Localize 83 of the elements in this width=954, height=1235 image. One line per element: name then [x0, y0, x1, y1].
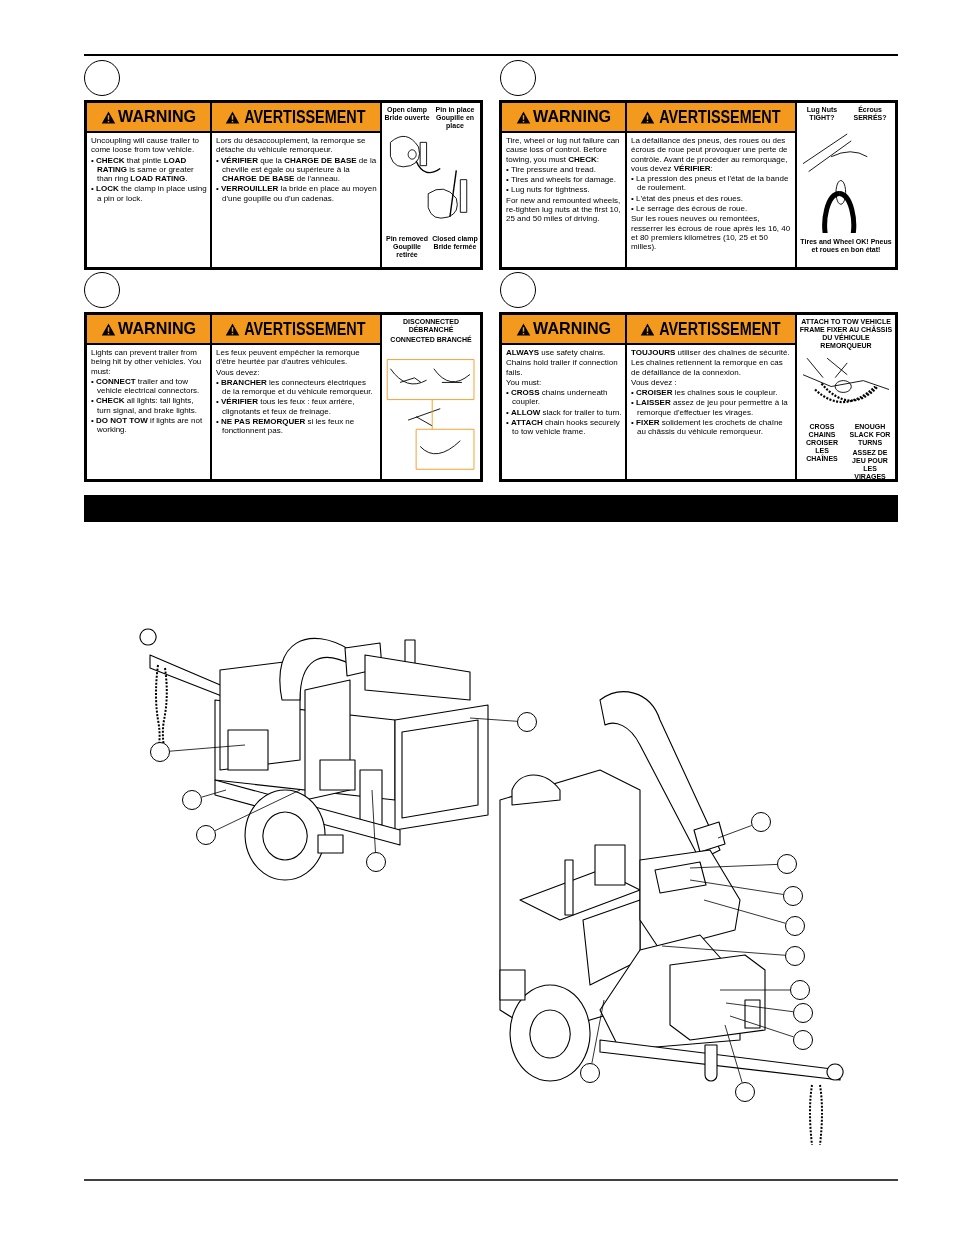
warning-heading: WARNING [118, 107, 197, 127]
warning-text: • BRANCHER les connecteurs électriques de la remorque et du véhicule remorqueur. [216, 377, 374, 397]
warning-text: Vous devez : [631, 377, 678, 388]
warning-text: TOUJOURS utiliser des chaînes de sécurité. [631, 348, 791, 358]
warning-text: • VÉRIFIER que la CHARGE DE BASE de la cheville est égale ou supérieure à la CHARGE DE BASE de l'anneau. [216, 155, 377, 184]
warning-text: • ATTACH chain hooks securely to tow vehicle frame. [506, 418, 621, 437]
leader-line [689, 864, 778, 869]
warning-text: • VERROUILLER la bride en place au moyen d'une goupille ou d'un cadenas. [216, 184, 377, 204]
leader-line [717, 825, 753, 839]
callout-circle [790, 980, 810, 1000]
warning-text: Vous devez: [216, 367, 261, 377]
warning-heading: AVERTISSEMENT [244, 318, 366, 340]
callout-circle [735, 1082, 755, 1102]
leader-line [729, 1015, 794, 1038]
warning-text: You must: [506, 377, 543, 388]
warning-heading: WARNING [533, 107, 612, 127]
warning-text: Chains hold trailer if connection fails. [506, 358, 619, 377]
warning-text: Uncoupling will cause trailer to come loose from tow vehicle. [91, 136, 201, 155]
callout-circle [783, 886, 803, 906]
leader-line [591, 999, 605, 1064]
callout-circle [751, 812, 771, 832]
warning-decal [84, 100, 483, 270]
warning-text: Sur les roues neuves ou remontées, resserrer les écrous de roue après les 16, 40 et 80 premiers kilomètres (10, 25 et 50 milles). [631, 214, 792, 252]
warning-heading: WARNING [118, 319, 197, 339]
warning-text: Les chaînes retiennent la remorque en cas de défaillance de la connexion. [631, 358, 784, 377]
warning-text: • NE PAS REMORQUER si les feux ne fonctionnent pas. [216, 417, 356, 436]
warning-text: • FIXER solidement les crochets de chaîne au châssis du véhicule remorqueur. [631, 418, 784, 437]
leader-line [689, 879, 784, 895]
leader-line [703, 899, 786, 924]
warning-text: • CONNECT trailer and tow vehicle electrical connectors. [91, 376, 201, 396]
callout-circle [366, 852, 386, 872]
warning-text: Tire, wheel or lug nut failure can cause loss of control. Before towing, you must CHECK: [506, 136, 621, 164]
warning-text: • CROISER les chaînes sous le coupleur. [631, 388, 779, 398]
callout-circle [785, 946, 805, 966]
section-marker-circle [500, 272, 536, 308]
callout-circle [182, 790, 202, 810]
warning-text: Lors du désaccouplement, la remorque se détache du véhicule remorqueur. [216, 136, 367, 155]
warning-heading: AVERTISSEMENT [659, 318, 781, 340]
warning-text: • Lug nuts for tightness. [506, 185, 591, 195]
leader-line [201, 789, 227, 798]
callout-circle [517, 712, 537, 732]
leader-line [724, 1024, 743, 1083]
leader-line [469, 717, 518, 722]
warning-text: La défaillance des pneus, des roues ou des écrous de roue peut provoquer une perte de contrôle. Avant de procéder au remorquage, vous devez VÉRIFIER: [631, 136, 789, 174]
leader-line [214, 789, 301, 832]
warning-text: Les feux peuvent empêcher la remorque d'être heurtée par d'autres véhicules. [216, 348, 361, 367]
section-marker-circle [500, 60, 536, 96]
warning-text: • ALLOW slack for trailer to turn. [506, 407, 622, 418]
leader-line [725, 1002, 794, 1013]
callout-circle [785, 916, 805, 936]
leader-line [169, 744, 246, 752]
warning-text: • VÉRIFIER tous les feux : feux arrière, clignotants et feux de freinage. [216, 397, 356, 417]
warning-text: • La pression des pneus et l'état de la bande de roulement. [631, 174, 790, 193]
warning-text: • CROSS chains underneath coupler. [506, 388, 609, 407]
warning-heading: WARNING [533, 319, 612, 339]
warning-text: • LOCK the clamp in place using a pin or lock. [91, 184, 207, 204]
callout-circle [793, 1003, 813, 1023]
warning-text: For new and remounted wheels, re-tighten lug nuts at the first 10, 25 and 50 miles of driving. [506, 195, 622, 224]
warning-text: • DO NOT TOW if lights are not working. [91, 416, 204, 435]
warning-text: • L'état des pneus et des roues. [631, 193, 744, 204]
warning-text: • Tires and wheels for damage. [506, 175, 617, 185]
warning-heading: AVERTISSEMENT [244, 106, 366, 128]
leader-line [719, 989, 791, 991]
warning-heading: AVERTISSEMENT [659, 106, 781, 128]
callout-circle [777, 854, 797, 874]
leader-line [661, 945, 786, 956]
section-marker-circle [84, 60, 120, 96]
warning-decal [499, 312, 898, 482]
warning-text: • CHECK all lights: tail lights, turn signal, and brake lights. [91, 396, 199, 416]
callout-circle [580, 1063, 600, 1083]
section-bar [84, 495, 898, 522]
warning-text: • Tire pressure and tread. [506, 164, 597, 175]
warning-text: ALWAYS use safety chains. [506, 348, 607, 358]
callout-circle [196, 825, 216, 845]
warning-decal [499, 100, 898, 270]
warning-decal [84, 312, 483, 482]
callout-circle [793, 1030, 813, 1050]
warning-text: Lights can prevent trailer from being hit by other vehicles. You must: [91, 348, 203, 376]
warning-text: • CHECK that pintle LOAD RATING is same or greater than ring LOAD RATING. [91, 155, 195, 184]
section-marker-circle [84, 272, 120, 308]
callout-circle [150, 742, 170, 762]
warning-text: • Le serrage des écrous de roue. [631, 204, 749, 214]
warning-text: • LAISSER assez de jeu pour permettre à la remorque d'effectuer les virages. [631, 398, 789, 418]
